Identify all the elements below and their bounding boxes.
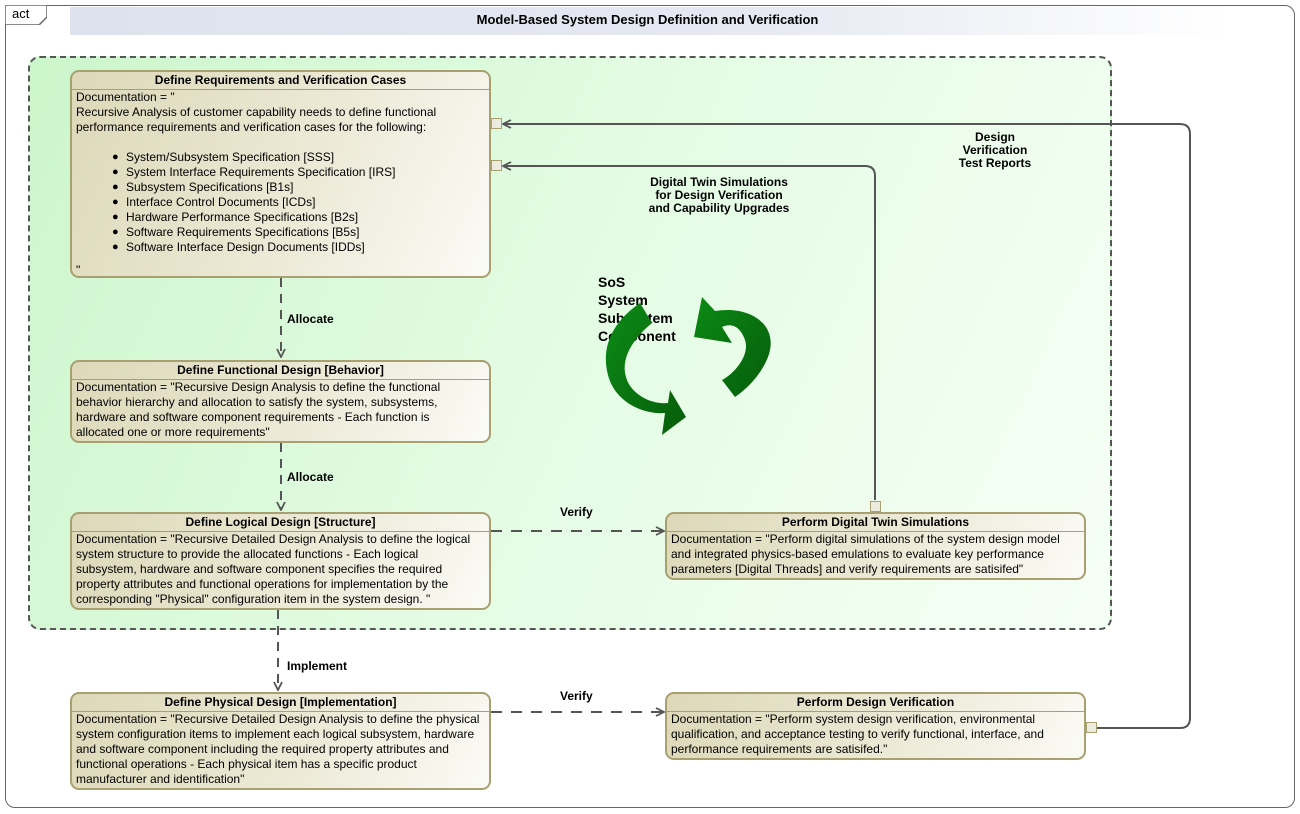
action-title: Perform Digital Twin Simulations	[667, 514, 1084, 532]
action-title: Define Logical Design [Structure]	[72, 514, 489, 532]
diagram-title: Model-Based System Design Definition and…	[476, 12, 819, 27]
action-perform-digital-twin-simulations[interactable]: Perform Digital Twin Simulations Documen…	[665, 512, 1086, 580]
edge-label-implement: Implement	[287, 659, 348, 673]
list-item: Software Requirements Specifications [B5…	[112, 225, 489, 240]
edge-label-verify-logical: Verify	[560, 505, 593, 519]
action-title: Define Physical Design [Implementation]	[72, 694, 489, 712]
action-documentation: Documentation = "Perform digital simulat…	[671, 532, 1060, 576]
action-documentation-close: "	[76, 263, 81, 277]
edge-label-digital-twin-feedback: Digital Twin Simulations for Design Veri…	[648, 175, 790, 215]
edge-digital-twin-feedback[interactable]	[503, 166, 876, 500]
title-bar	[70, 7, 1230, 35]
action-title: Define Requirements and Verification Cas…	[72, 72, 489, 90]
input-pin-verification-reports[interactable]	[491, 118, 502, 129]
action-documentation: Documentation = "Recursive Detailed Desi…	[76, 532, 471, 606]
output-pin-digital-twin[interactable]	[870, 501, 881, 512]
level-sos: SoS	[598, 274, 626, 290]
action-title: Perform Design Verification	[667, 694, 1084, 712]
list-item: Hardware Performance Specifications [B2s…	[112, 210, 489, 225]
frame-tag	[5, 5, 47, 25]
action-documentation: Documentation = "Perform system design v…	[671, 712, 1044, 756]
output-pin-verification[interactable]	[1086, 722, 1097, 733]
list-item: Software Interface Design Documents [IDD…	[112, 240, 489, 255]
list-item: Interface Control Documents [ICDs]	[112, 195, 489, 210]
input-pin-digital-twin[interactable]	[491, 160, 502, 171]
action-define-logical-design[interactable]: Define Logical Design [Structure] Docume…	[70, 512, 491, 610]
list-item: System Interface Requirements Specificat…	[112, 165, 489, 180]
action-title: Define Functional Design [Behavior]	[72, 362, 489, 380]
action-define-requirements[interactable]: Define Requirements and Verification Cas…	[70, 70, 491, 278]
action-perform-design-verification[interactable]: Perform Design Verification Documentatio…	[665, 692, 1086, 760]
action-documentation: Documentation = "Recursive Detailed Desi…	[76, 712, 480, 786]
diagram-frame	[5, 5, 1295, 808]
action-define-physical-design[interactable]: Define Physical Design [Implementation] …	[70, 692, 491, 790]
edge-label-verify-physical: Verify	[560, 689, 593, 703]
action-documentation: Documentation = "Recursive Design Analys…	[76, 380, 441, 439]
edge-label-allocate-1: Allocate	[287, 312, 334, 326]
list-item: System/Subsystem Specification [SSS]	[112, 150, 489, 165]
action-documentation: Documentation = " Recursive Analysis of …	[76, 90, 437, 134]
level-system: System	[598, 292, 648, 308]
recycle-arrows-icon	[605, 297, 771, 435]
requirements-doc-list: System/Subsystem Specification [SSS] Sys…	[72, 150, 489, 255]
list-item: Subsystem Specifications [B1s]	[112, 180, 489, 195]
edge-label-allocate-2: Allocate	[287, 470, 334, 484]
action-define-functional-design[interactable]: Define Functional Design [Behavior] Docu…	[70, 360, 491, 443]
frame-kind-label: act	[12, 6, 30, 21]
edge-label-verification-feedback: Design Verification Test Reports	[958, 130, 1032, 170]
edge-verification-feedback[interactable]	[503, 124, 1191, 729]
